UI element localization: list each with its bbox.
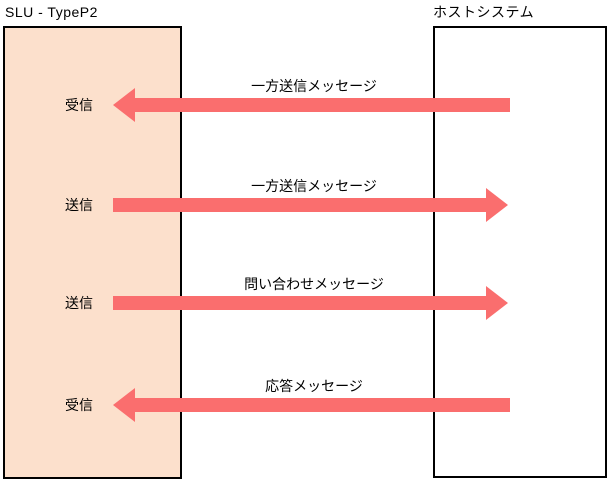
arrow-body (135, 98, 510, 112)
message-label: 問い合わせメッセージ (244, 276, 384, 292)
left-system-title: SLU - TypeP2 (5, 4, 98, 20)
endpoint-label: 受信 (65, 397, 93, 413)
arrow-right-icon (486, 286, 508, 320)
right-system-title: ホストシステム (433, 4, 535, 20)
endpoint-label: 受信 (65, 97, 93, 113)
arrow-body (113, 198, 486, 212)
message-label: 一方送信メッセージ (251, 178, 377, 194)
endpoint-label: 送信 (65, 197, 93, 213)
arrow-right-icon (486, 188, 508, 222)
message-label: 一方送信メッセージ (251, 78, 377, 94)
arrow-left-icon (113, 388, 135, 422)
arrow-body (113, 296, 486, 310)
arrow-left-icon (113, 88, 135, 122)
arrow-body (135, 398, 510, 412)
endpoint-label: 送信 (65, 295, 93, 311)
message-label: 応答メッセージ (265, 378, 363, 394)
